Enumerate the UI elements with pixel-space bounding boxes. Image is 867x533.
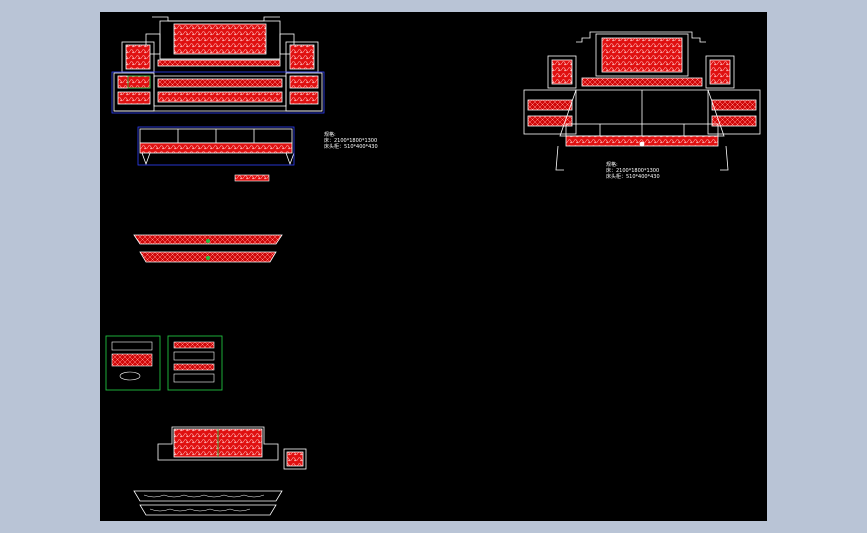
spec-bed-right: 床：2100*1800*1300 bbox=[606, 168, 660, 174]
spec-nightstand-left: 床头柜：510*400*430 bbox=[324, 144, 378, 150]
headboard-panel-detail[interactable] bbox=[157, 426, 307, 470]
detail-sheet-right[interactable] bbox=[167, 335, 223, 391]
selection-box-green-top bbox=[127, 75, 151, 89]
small-carved-part[interactable] bbox=[234, 174, 270, 182]
selection-box-blue-base bbox=[137, 126, 295, 166]
carved-rail-details[interactable] bbox=[133, 234, 283, 263]
spec-note-right: 规格: 床：2100*1800*1300 床头柜：510*400*430 bbox=[606, 162, 660, 180]
cad-drawing-canvas[interactable] bbox=[100, 12, 767, 521]
bed-front-view-right[interactable] bbox=[523, 31, 761, 171]
spec-heading-left: 规格: bbox=[324, 132, 336, 138]
bottom-rail-details[interactable] bbox=[133, 490, 283, 516]
spec-nightstand-right: 床头柜：510*400*430 bbox=[606, 174, 660, 180]
spec-heading-right: 规格: bbox=[606, 162, 618, 168]
spec-note-left: 规格: 床：2100*1800*1300 床头柜：510*400*430 bbox=[324, 132, 378, 150]
selection-box-blue-top bbox=[111, 71, 325, 114]
cad-drawing-viewport[interactable]: 规格: 床：2100*1800*1300 床头柜：510*400*430 规格:… bbox=[100, 12, 767, 521]
bed-front-elevation-left[interactable] bbox=[113, 16, 323, 112]
bed-base-elevation-left[interactable] bbox=[139, 128, 295, 166]
spec-bed-left: 床：2100*1800*1300 bbox=[324, 138, 378, 144]
detail-sheet-left[interactable] bbox=[105, 335, 161, 391]
